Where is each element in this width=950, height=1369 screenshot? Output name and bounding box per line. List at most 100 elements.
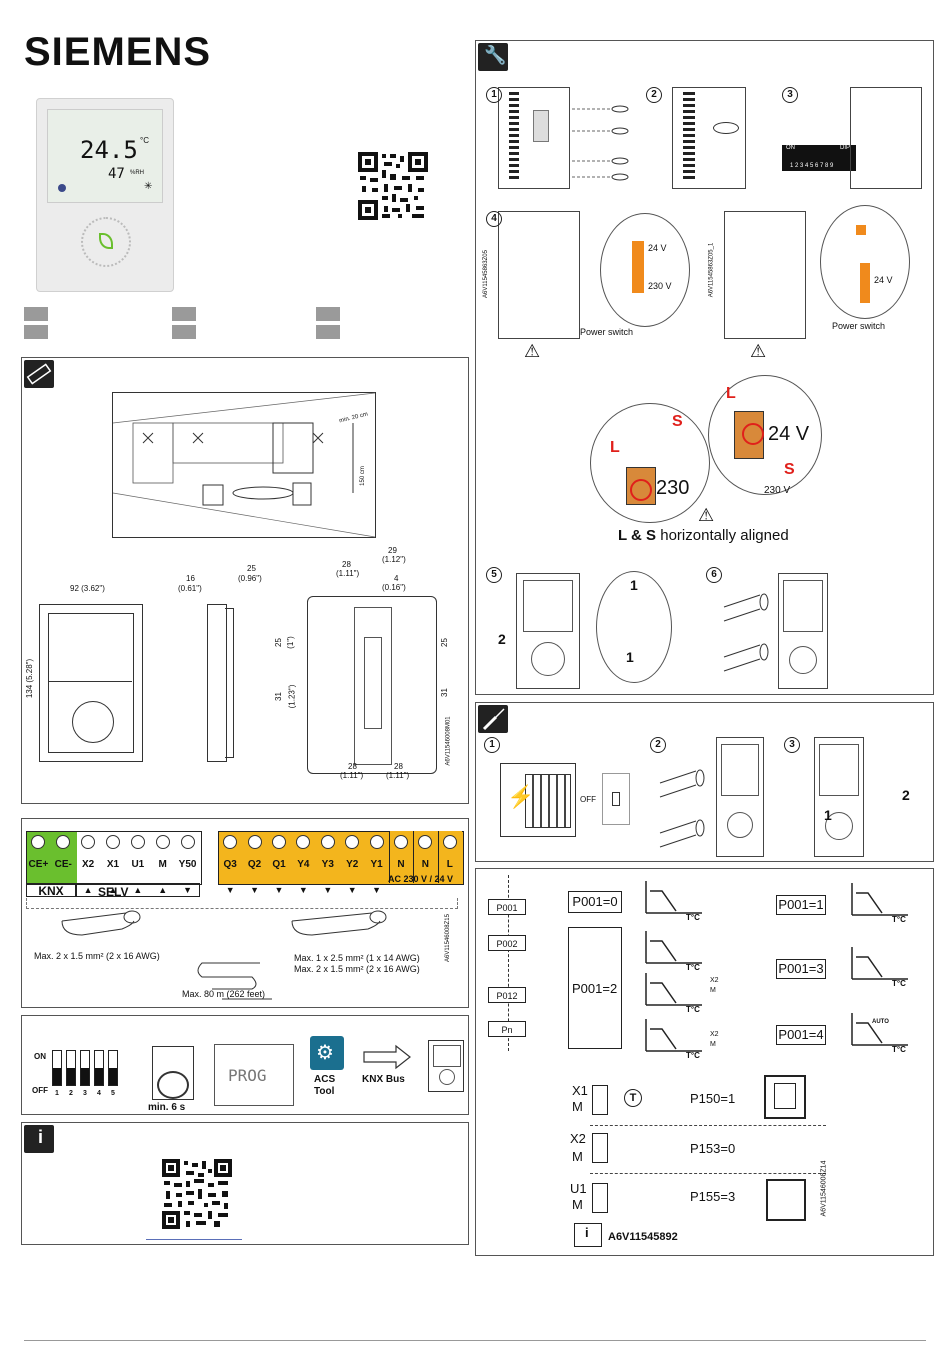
step4-left-code: A6V11545863Z05 — [482, 250, 489, 298]
p153-label: P153=0 — [690, 1141, 736, 1156]
leaf-icon — [99, 233, 113, 249]
zoom-label-230: 230 — [656, 477, 690, 499]
m-label-a: M — [710, 987, 716, 994]
m-label-x2: M — [572, 1149, 583, 1164]
terminal-label: Y3 — [321, 859, 334, 870]
footer-rule — [24, 1340, 926, 1341]
terminal-label: U1 — [131, 859, 145, 870]
hold-duration-label: min. 6 s — [148, 1102, 186, 1113]
m-label-u1: M — [572, 1197, 583, 1212]
d4-label: 4 — [394, 574, 399, 583]
dip-number: 3 — [83, 1090, 87, 1097]
cables-illustration — [61, 910, 387, 1000]
info-link-underline[interactable] — [146, 1239, 242, 1240]
tc-axis-label: T°C — [892, 979, 906, 988]
room-mounting-illustration: min. 20 cm 150 cm — [112, 392, 376, 538]
step4-right-drawing — [724, 211, 806, 339]
language-block-2b — [172, 325, 196, 339]
terminal-label: Q1 — [272, 859, 286, 870]
step5-arrow-1-bottom: 1 — [626, 649, 634, 665]
terminal-screw — [130, 835, 145, 849]
tc-axis-label: T°C — [686, 963, 700, 972]
depth16-label: 16 — [186, 574, 195, 583]
terminal-screw — [345, 835, 360, 849]
warning-icon-left: ⚠ — [524, 341, 541, 361]
auto-label: AUTO — [872, 1019, 889, 1025]
terminal-screw — [81, 835, 96, 849]
d28-top-label: 28 — [342, 560, 351, 569]
terminal-arrow-icon: ▼ — [183, 885, 193, 895]
zoom-L-230: L — [610, 439, 620, 456]
step4-left-230v: 230 V — [648, 281, 672, 291]
terminal-label: Y50 — [178, 859, 197, 870]
d28-top-in-label: (1.11") — [336, 569, 360, 578]
dip-switch — [94, 1050, 104, 1086]
step2-drawing — [672, 87, 746, 189]
d28-bottom-left-label: 28 — [348, 762, 357, 771]
flow-step-box: Pn — [488, 1021, 526, 1037]
power-label: AC 230 V / 24 V — [388, 874, 454, 884]
book-info-icon: i — [24, 1125, 54, 1153]
off-switch — [602, 773, 630, 825]
p001-0-box: P001=0 — [568, 891, 622, 913]
dimensions-doc-code: A6V11546008M01 — [445, 716, 452, 766]
zoom-circle-marker-230 — [630, 479, 652, 501]
terminal-x1 — [592, 1085, 608, 1115]
terminal-screw — [394, 835, 408, 849]
x1-label: X1 — [572, 1083, 588, 1098]
tc-axis-label: T°C — [686, 1051, 700, 1060]
cable-length-spec: Max. 80 m (262 feet) — [182, 989, 266, 999]
tc-axis-label: T°C — [686, 913, 700, 922]
step4-right-power-switch: Power switch — [832, 321, 886, 331]
terminal-arrow-icon: ▼ — [323, 885, 333, 895]
terminal-label: Y4 — [297, 859, 310, 870]
width-label: 92 (3.62") — [70, 584, 105, 593]
dip-on-label: ON — [34, 1052, 46, 1061]
p155-label: P155=3 — [690, 1189, 736, 1204]
step3-dip-label: DIP — [840, 145, 851, 151]
m-label-b: M — [710, 1041, 716, 1048]
step4-right-switch-24v — [856, 225, 866, 235]
p001-3-label: P001=3 — [778, 961, 824, 976]
knx-label-box: KNX — [26, 883, 76, 898]
device-photo: 24.5 °C 47 %RH ✳ — [36, 98, 174, 292]
divider-2 — [590, 1173, 826, 1174]
terminal-arrow-icon: ▼ — [298, 885, 308, 895]
p150-label: P150=1 — [690, 1091, 736, 1106]
u1-label: U1 — [570, 1181, 587, 1196]
d25v-right-label: 25 — [439, 638, 449, 647]
language-block-3b — [316, 325, 340, 339]
d25v-in-label: (1") — [285, 636, 295, 649]
terminal-screw — [320, 835, 335, 849]
removal-arrow-2: 2 — [902, 787, 910, 803]
selv-dashed-box — [26, 898, 458, 909]
terminal-arrow-icon: ▲ — [108, 885, 118, 895]
dip-switch — [80, 1050, 90, 1086]
back-plate-drawing — [307, 596, 437, 774]
doc-reference: A6V11545892 — [608, 1231, 678, 1243]
step3-dip-on: ON — [786, 145, 795, 151]
terminal-label: Q2 — [247, 859, 262, 870]
step4-right-zoom — [820, 205, 910, 319]
terminal-label: L — [446, 859, 453, 870]
tc-axis-label: T°C — [892, 1045, 906, 1054]
d28-bottom-right-in-label: (1.11") — [386, 771, 410, 780]
step4-right-switch-230v — [860, 263, 870, 303]
p001-1-box: P001=1 — [776, 895, 826, 915]
depth16-in-label: (0.61") — [178, 584, 202, 593]
removal-device-3 — [814, 737, 864, 857]
warning-icon-right: ⚠ — [750, 341, 767, 361]
room-height-label: 150 cm — [359, 466, 366, 486]
m-label-x1: M — [572, 1099, 583, 1114]
d4-in-label: (0.16") — [382, 583, 406, 592]
terminal-label: Y1 — [370, 859, 383, 870]
terminal-screw — [418, 835, 433, 849]
dip-number: 1 — [55, 1090, 59, 1097]
sensor-t-label: T — [629, 1092, 637, 1104]
device-dial — [81, 217, 131, 267]
acs-label: ACS — [314, 1074, 336, 1085]
control-curve: T°C — [628, 969, 708, 1015]
d29-in-label: (1.12") — [382, 555, 406, 564]
flow-dashed-line — [508, 875, 509, 1051]
